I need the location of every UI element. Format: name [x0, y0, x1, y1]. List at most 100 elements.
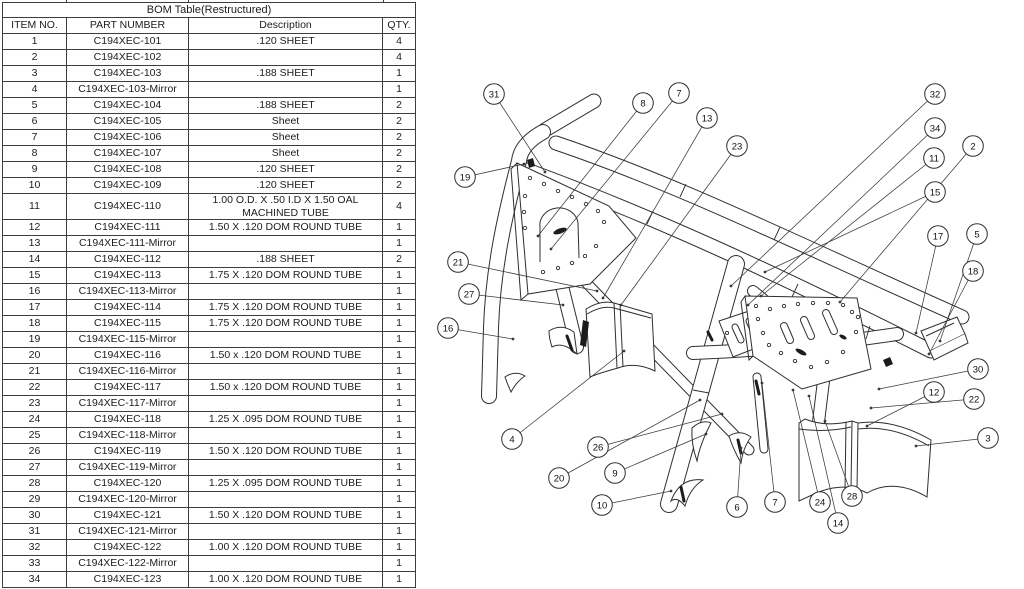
- part-number: C194XEC-110: [66, 193, 189, 220]
- qty: 1: [381, 411, 417, 428]
- qty: 1: [381, 65, 417, 82]
- balloon-6[interactable]: 6: [726, 496, 748, 518]
- balloon-4[interactable]: 4: [501, 428, 523, 450]
- balloon-11[interactable]: 11: [923, 147, 945, 169]
- qty: 1: [381, 315, 417, 332]
- part-number: C194XEC-106: [66, 129, 189, 146]
- svg-text:13: 13: [702, 113, 713, 124]
- item-no: 3: [2, 65, 67, 82]
- item-no: 7: [2, 129, 67, 146]
- svg-text:18: 18: [968, 266, 979, 277]
- balloon-28[interactable]: 28: [841, 485, 863, 507]
- svg-text:9: 9: [612, 468, 617, 479]
- balloon-31[interactable]: 31: [483, 83, 505, 105]
- part-number: C194XEC-120: [66, 475, 189, 492]
- balloon-30[interactable]: 30: [967, 358, 989, 380]
- description: 1.75 X .120 DOM ROUND TUBE: [188, 315, 383, 332]
- balloon-20[interactable]: 20: [548, 467, 570, 489]
- balloon-21[interactable]: 21: [447, 251, 469, 273]
- column-tick: [383, 0, 384, 3]
- balloon-17[interactable]: 17: [927, 225, 949, 247]
- item-no: 27: [2, 459, 67, 476]
- description: .120 SHEET: [188, 177, 383, 194]
- svg-text:30: 30: [973, 364, 984, 375]
- qty: 1: [381, 299, 417, 316]
- description: Sheet: [188, 145, 383, 162]
- part-number: C194XEC-118: [66, 411, 189, 428]
- balloon-12[interactable]: 12: [923, 381, 945, 403]
- item-no: 34: [2, 571, 67, 588]
- balloon-3[interactable]: 3: [977, 427, 999, 449]
- center-leg-tube: [660, 255, 745, 513]
- balloon-32[interactable]: 32: [924, 83, 946, 105]
- balloon-22[interactable]: 22: [963, 388, 985, 410]
- balloon-19[interactable]: 19: [454, 166, 476, 188]
- svg-text:2: 2: [970, 141, 975, 152]
- balloon-7[interactable]: 7: [668, 82, 690, 104]
- item-no: 25: [2, 427, 67, 444]
- balloon-27[interactable]: 27: [458, 283, 480, 305]
- shock-tower-plate-left: [510, 158, 637, 302]
- balloon-24[interactable]: 24: [809, 491, 831, 513]
- qty: 1: [381, 395, 417, 412]
- bom-title-row: BOM Table(Restructured): [1, 2, 417, 18]
- qty: 1: [381, 475, 417, 492]
- item-no: 30: [2, 507, 67, 524]
- bom-header-row: ITEM NO. PART NUMBER Description QTY.: [2, 17, 417, 34]
- svg-text:16: 16: [443, 323, 454, 334]
- part-number: C194XEC-122-Mirror: [66, 555, 189, 572]
- part-number: C194XEC-105: [66, 113, 189, 130]
- part-number: C194XEC-122: [66, 539, 189, 556]
- part-number: C194XEC-123: [66, 571, 189, 588]
- balloon-2[interactable]: 2: [962, 135, 984, 157]
- svg-text:10: 10: [597, 500, 608, 511]
- qty: 2: [381, 145, 417, 162]
- balloon-23[interactable]: 23: [726, 135, 748, 157]
- balloon-26[interactable]: 26: [587, 436, 609, 458]
- balloon-7[interactable]: 7: [764, 491, 786, 513]
- description: [188, 491, 383, 508]
- sheet-panel-left: [585, 301, 656, 378]
- item-no: 31: [2, 523, 67, 540]
- bom-title: BOM Table(Restructured): [1, 2, 417, 18]
- balloon-16[interactable]: 16: [437, 317, 459, 339]
- qty: 1: [381, 491, 417, 508]
- col-header-item-no: ITEM NO.: [2, 17, 67, 34]
- diagonal-brace-tube: [561, 257, 755, 456]
- part-number: C194XEC-119: [66, 443, 189, 460]
- qty: 2: [381, 251, 417, 268]
- balloon-14[interactable]: 14: [827, 512, 849, 534]
- balloon-10[interactable]: 10: [591, 494, 613, 516]
- balloon-8[interactable]: 8: [632, 92, 654, 114]
- description: 1.50 X .120 DOM ROUND TUBE: [188, 507, 383, 524]
- svg-text:6: 6: [734, 502, 739, 513]
- description: [188, 235, 383, 252]
- item-no: 24: [2, 411, 67, 428]
- qty: 1: [381, 379, 417, 396]
- sheet-panel-right: [798, 418, 932, 502]
- qty: 1: [381, 443, 417, 460]
- item-no: 13: [2, 235, 67, 252]
- balloon-34[interactable]: 34: [924, 117, 946, 139]
- svg-text:15: 15: [930, 187, 941, 198]
- balloon-18[interactable]: 18: [962, 260, 984, 282]
- part-number: C194XEC-108: [66, 161, 189, 178]
- item-no: 22: [2, 379, 67, 396]
- balloon-13[interactable]: 13: [696, 107, 718, 129]
- balloon-15[interactable]: 15: [924, 181, 946, 203]
- balloon-9[interactable]: 9: [604, 462, 626, 484]
- part-number: C194XEC-115-Mirror: [66, 331, 189, 348]
- balloon-5[interactable]: 5: [966, 223, 988, 245]
- qty: 2: [381, 113, 417, 130]
- svg-text:3: 3: [985, 433, 990, 444]
